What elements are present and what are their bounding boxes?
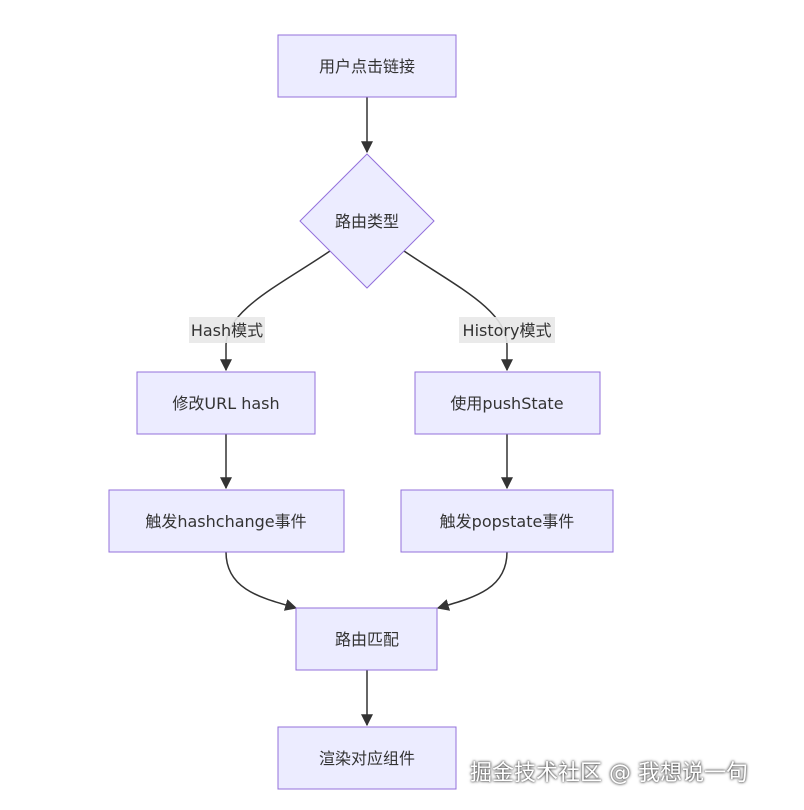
node-trigger-hashchange: 触发hashchange事件 [108,489,345,553]
node-use-pushstate: 使用pushState [414,371,601,435]
edge-hashchange-to-match [225,551,298,611]
node-modify-hash: 修改URL hash [136,371,316,435]
node-route-match-label: 路由匹配 [335,630,399,649]
node-use-pushstate-label: 使用pushState [450,394,563,413]
node-click-link-label: 用户点击链接 [319,57,415,76]
node-modify-hash-label: 修改URL hash [172,394,279,413]
node-trigger-popstate: 触发popstate事件 [400,489,614,553]
node-trigger-hashchange-label: 触发hashchange事件 [145,512,306,531]
edge-label-history-text: History模式 [463,321,552,340]
node-trigger-popstate-label: 触发popstate事件 [440,512,575,531]
edge-label-hash-text: Hash模式 [191,321,263,340]
edge-route-type-to-history [403,250,513,372]
edge-label-history: History模式 [459,317,555,343]
node-click-link: 用户点击链接 [277,34,457,98]
watermark: 掘金技术社区 @ 我想说一句 [470,761,748,786]
node-route-type-label: 路由类型 [335,212,399,231]
edge-label-hash: Hash模式 [189,317,265,343]
edge-route-type-to-hash [220,250,331,372]
node-route-type: 路由类型 [299,153,435,289]
edge-popstate-to-match [436,551,508,611]
node-render-component-label: 渲染对应组件 [319,749,415,768]
node-route-match: 路由匹配 [295,607,438,671]
node-render-component: 渲染对应组件 [277,726,457,790]
